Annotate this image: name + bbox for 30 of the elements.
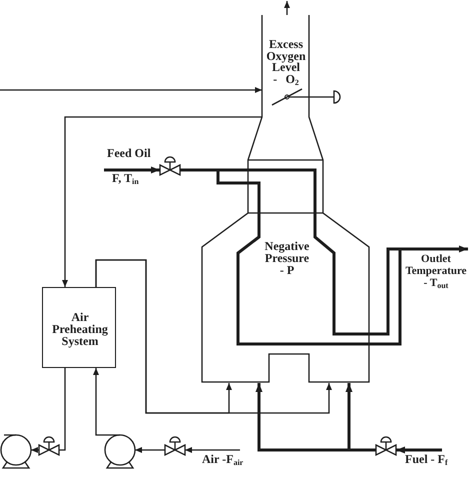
oxygen-level-label: Excess Oxygen Level - O$_{2}$: [266, 39, 306, 85]
pressure-label: Negative Pressure - P: [264, 240, 310, 276]
measurement-label: Outlet Temperature - T$_{out}$: [403, 253, 469, 289]
arrow: [62, 116, 262, 287]
valve-icon: [164, 436, 186, 456]
pipe-arrow: [400, 246, 468, 252]
furnace-drawing: [199, 13, 401, 384]
arrow: [93, 368, 108, 436]
pipe-line: [180, 168, 199, 172]
stream-label: Feed Oil: [107, 147, 151, 159]
pipe-arrow: [104, 166, 160, 174]
arrow: [284, 1, 290, 15]
arrow: [31, 447, 39, 453]
stream-label: Fuel - F$_{f}$: [405, 453, 448, 465]
line: [59, 368, 66, 451]
valve-icon: [375, 436, 397, 456]
valve-icon: [38, 436, 60, 456]
process-box: [42, 287, 116, 368]
pump-icon: [104, 434, 136, 469]
variable-label: F, T$_{in}$: [112, 172, 139, 184]
arrow: [95, 259, 332, 414]
arrow: [0, 87, 262, 93]
arrow: [185, 447, 240, 453]
valve-icon: [159, 156, 181, 176]
arrow: [135, 447, 165, 453]
pipe-arrow: [346, 383, 376, 452]
box-label: Air Preheating System: [51, 311, 109, 347]
pump-icon: [0, 434, 32, 469]
stream-label: Air -F$_{air}$: [202, 453, 244, 465]
pipe-arrow: [396, 446, 442, 454]
